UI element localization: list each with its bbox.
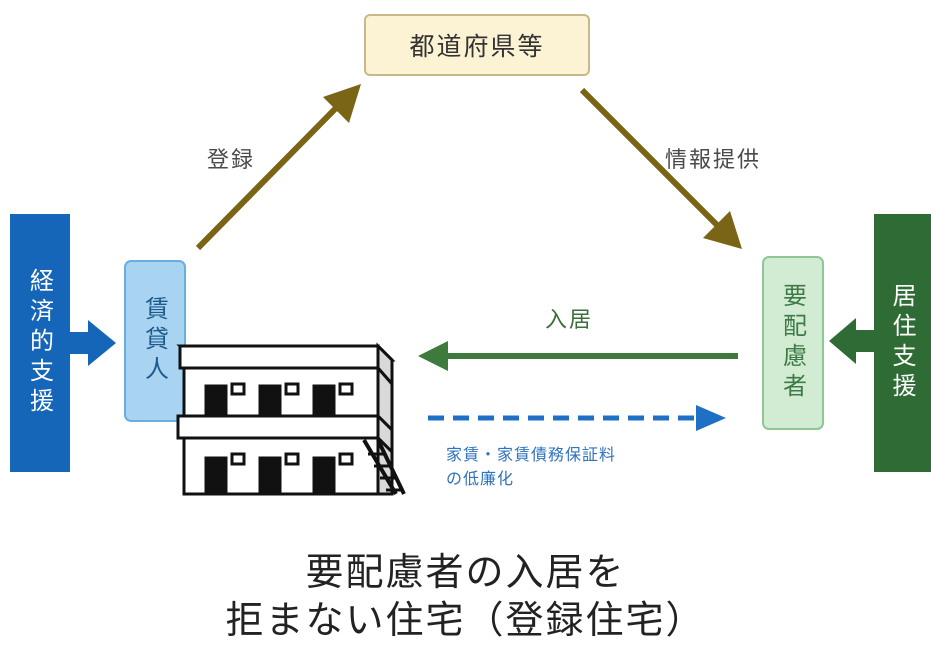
caption: 要配慮者の入居を 拒まない住宅（登録住宅）: [0, 548, 931, 644]
caption-line2: 拒まない住宅（登録住宅）: [225, 598, 706, 642]
housing-support-label: 居住支援: [888, 283, 916, 403]
rent-reduction-label: 家賃・家賃債務保証料 の低廉化: [446, 443, 616, 491]
tenant-box: 要配慮者: [762, 256, 824, 430]
government-box: 都道府県等: [364, 14, 590, 76]
rent-reduction-label-line1: 家賃・家賃債務保証料: [446, 445, 617, 464]
rent-reduction-arrow: [428, 405, 726, 431]
economic-support-arrow: [70, 320, 116, 366]
register-label: 登録: [207, 148, 256, 173]
landlord-label: 賃貸人: [140, 296, 169, 386]
move-in-label: 入居: [545, 308, 594, 333]
apartment-building-icon: [176, 342, 406, 496]
move-in-arrow: [418, 341, 738, 371]
caption-line1: 要配慮者の入居を: [305, 550, 626, 594]
economic-support-bar: 経済的支援: [10, 214, 70, 472]
housing-support-arrow: [829, 318, 874, 364]
economic-support-label: 経済的支援: [25, 268, 54, 418]
landlord-box: 賃貸人: [124, 260, 186, 422]
housing-support-bar: 居住支援: [874, 214, 931, 472]
rent-reduction-label-line2: の低廉化: [446, 469, 515, 488]
info-provision-label: 情報提供: [665, 148, 762, 173]
register-arrow: [195, 84, 361, 251]
government-label: 都道府県等: [409, 32, 545, 61]
tenant-label: 要配慮者: [778, 283, 807, 403]
info-provision-arrow: [579, 87, 742, 249]
